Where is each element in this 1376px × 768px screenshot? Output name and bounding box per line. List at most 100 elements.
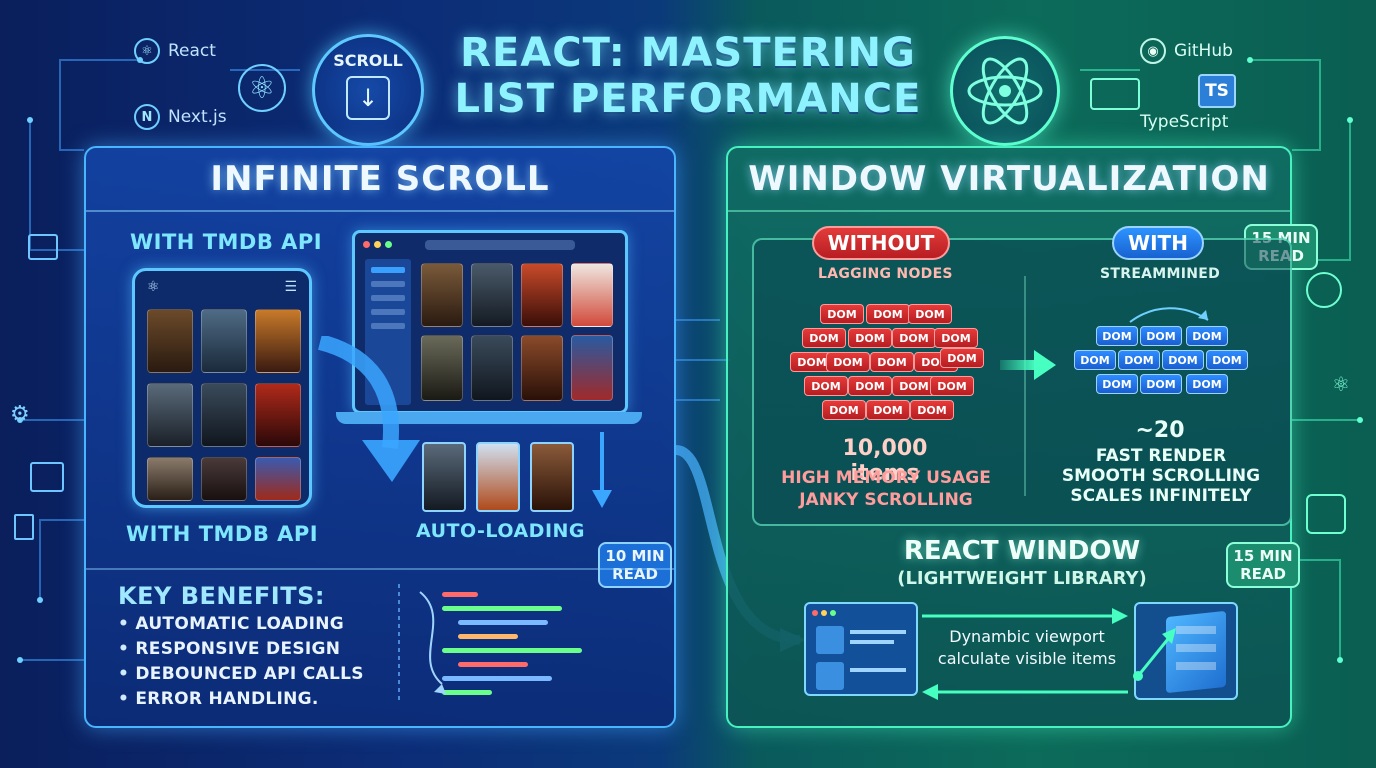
dom-node: DOM (790, 352, 834, 372)
tech-label: Next.js (168, 107, 227, 127)
dom-node: DOM (826, 352, 870, 372)
stat-item: JANKY SCROLLING (799, 490, 973, 510)
list-item: AUTOMATIC LOADING (118, 614, 364, 634)
dom-node: DOM (930, 376, 974, 396)
dom-node: DOM (1118, 350, 1160, 370)
dom-node: DOM (1096, 326, 1138, 346)
react-icon: ⚛ (134, 38, 160, 64)
dom-node: DOM (822, 400, 866, 420)
without-count: 10,000 items (842, 436, 928, 486)
with-stats: FAST RENDER SMOOTH SCROLLING SCALES INFI… (1056, 446, 1266, 506)
viewport-desc-line-1: Dynambic viewport (949, 627, 1105, 646)
without-pill: WITHOUT (812, 226, 950, 260)
dom-node: DOM (892, 376, 936, 396)
streammined-label: STREAMMINED (1100, 266, 1221, 282)
dom-node: DOM (866, 400, 910, 420)
dom-node: DOM (1186, 374, 1228, 394)
hamburger-menu-icon[interactable]: ☰ (284, 279, 297, 295)
movie-poster (201, 457, 247, 501)
movie-poster (521, 263, 563, 327)
tech-label: React (168, 41, 216, 61)
dom-node: DOM (848, 328, 892, 348)
react-window-subtitle: (LIGHTWEIGHT LIBRARY) (897, 568, 1147, 589)
movie-poster (471, 335, 513, 401)
read-time-unit: READ (1240, 565, 1286, 583)
phone-mockup: ⚛ ☰ (132, 268, 312, 508)
laptop-base (336, 412, 642, 424)
divider (86, 568, 674, 570)
scroll-badge: SCROLL ↓ (312, 34, 424, 146)
key-benefits-title: KEY BENEFITS: (118, 582, 325, 610)
list-item: DEBOUNCED API CALLS (118, 664, 364, 684)
without-stats: HIGH MEMORY USAGE JANKY SCROLLING (776, 468, 996, 510)
title-line-1: REACT: MASTERING (460, 30, 916, 76)
benefits-list: AUTOMATIC LOADING RESPONSIVE DESIGN DEBO… (118, 614, 364, 709)
dom-node: DOM (866, 304, 910, 324)
dom-node: DOM (870, 352, 914, 372)
movie-poster (571, 335, 613, 401)
movie-poster (255, 383, 301, 447)
react-icon: ⚛ (238, 64, 286, 112)
dom-node: DOM (848, 376, 892, 396)
tmdb-label-top: WITH TMDB API (130, 230, 323, 254)
react-icon (967, 57, 1043, 125)
tmdb-label-bottom: WITH TMDB API (126, 522, 319, 546)
dom-node: DOM (804, 376, 848, 396)
movie-poster (255, 457, 301, 501)
dom-node: DOM (908, 304, 952, 324)
tech-label: GitHub (1174, 41, 1233, 61)
viewport-desc-line-2: calculate visible items (937, 649, 1117, 668)
movie-poster (147, 309, 193, 373)
viewport-description: Dynambic viewport calculate visible item… (916, 626, 1138, 670)
movie-poster (201, 383, 247, 447)
movie-poster (476, 442, 520, 512)
tech-typescript: TypeScript (1140, 112, 1228, 132)
clapperboard-icon (30, 462, 64, 492)
read-time-badge: 10 MIN READ (598, 542, 672, 588)
curved-arrow-icon (317, 336, 420, 482)
dom-grid-blue: DOM DOM DOM DOM DOM DOM DOM DOM DOM DOM (1074, 306, 1254, 406)
code-snippet (398, 584, 668, 704)
stat-item: FAST RENDER (1095, 446, 1227, 466)
stat-item: SCALES INFINITELY (1070, 486, 1252, 506)
movie-camera-icon (1090, 78, 1140, 110)
tech-label: TypeScript (1140, 112, 1229, 132)
dom-node: DOM (1096, 374, 1138, 394)
movie-poster (530, 442, 574, 512)
read-time-value: 15 MIN (1233, 547, 1293, 565)
address-bar (425, 240, 575, 250)
list-item: ERROR HANDLING. (118, 689, 364, 709)
stat-item: HIGH MEMORY USAGE (781, 468, 991, 488)
movie-poster (571, 263, 613, 327)
dom-node: DOM (1074, 350, 1116, 370)
auto-loading-label: AUTO-LOADING (416, 520, 586, 542)
read-time-unit: READ (612, 565, 658, 583)
movie-poster (201, 309, 247, 373)
page-title: REACT: MASTERING LIST PERFORMANCE (400, 30, 976, 122)
movie-poster (422, 442, 466, 512)
movie-poster (147, 383, 193, 447)
viewport-window-illustration (804, 602, 918, 696)
react-window-title: REACT WINDOW (903, 536, 1141, 566)
movie-poster (421, 335, 463, 401)
tech-nextjs: N Next.js (134, 104, 227, 130)
gear-icon: ⚙ (10, 402, 30, 427)
dom-node: DOM (1186, 326, 1228, 346)
infinite-scroll-title: INFINITE SCROLL (86, 148, 674, 212)
diagonal-arrow-icon (1133, 628, 1176, 681)
laptop-mockup (352, 230, 628, 414)
globe-icon (1306, 272, 1342, 308)
dom-node: DOM (934, 328, 978, 348)
stat-item: SMOOTH SCROLLING (1061, 466, 1261, 486)
dom-node: DOM (1162, 350, 1204, 370)
dom-node: DOM (910, 400, 954, 420)
movie-poster (255, 309, 301, 373)
dom-node: DOM (1140, 374, 1182, 394)
visible-items-illustration (1134, 602, 1238, 700)
with-pill: WITH (1112, 226, 1204, 260)
title-line-2: LIST PERFORMANCE (454, 76, 922, 122)
clapperboard-icon (28, 234, 58, 260)
document-icon (1306, 494, 1346, 534)
movie-poster (471, 263, 513, 327)
arrow-right-icon (922, 608, 1128, 624)
